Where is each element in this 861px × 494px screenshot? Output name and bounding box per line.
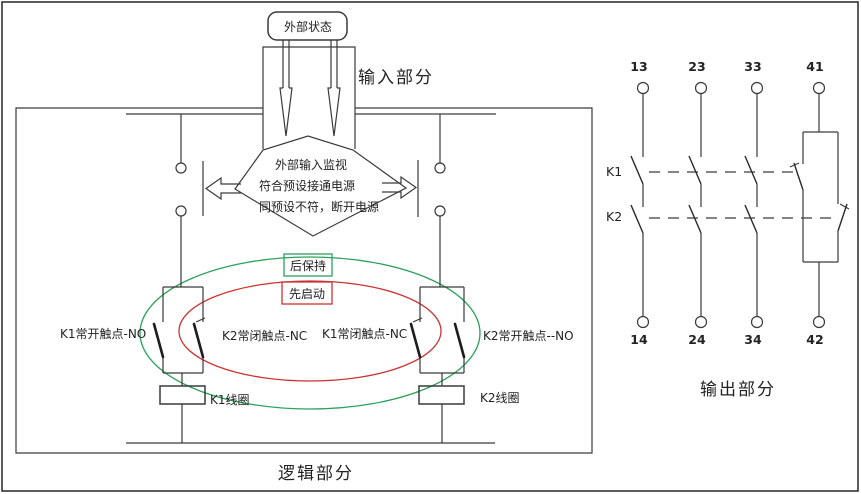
- terminal-circle: [636, 315, 650, 329]
- monitor-line-3: 同预设不符，断开电源: [259, 199, 379, 214]
- input-section-title: 输入部分: [358, 68, 434, 88]
- terminal-circle: [750, 81, 764, 95]
- hold-loop-ellipse: [139, 256, 481, 410]
- logic-section-title: 逻辑部分: [278, 464, 354, 484]
- relay-row-k1: K1: [606, 164, 622, 179]
- terminal-circle: [812, 315, 826, 329]
- flow-arrow-down-icon: [279, 40, 293, 137]
- terminal-circle: [694, 315, 708, 329]
- output-col2-contacts: [688, 155, 702, 234]
- hold-label: 后保持: [290, 258, 326, 273]
- external-status-label: 外部状态: [284, 19, 332, 34]
- terminal-circle: [175, 162, 187, 174]
- start-label: 先启动: [289, 287, 325, 301]
- bus-lines: [126, 113, 496, 444]
- relay-row-k2: K2: [606, 209, 622, 224]
- terminal-label-42: 42: [806, 332, 823, 347]
- k1-nc-contact-label: K1常闭触点-NC: [322, 327, 407, 341]
- k2-nc-contact-blade: [192, 322, 205, 359]
- output-col4-wires: [802, 94, 839, 316]
- hold-label-box: [283, 253, 333, 277]
- k2-no-contact-label: K2常开触点--NO: [483, 329, 574, 343]
- k2-coil-box: [418, 385, 465, 405]
- k1-nc-contact-blade: [409, 322, 422, 359]
- terminal-circle: [175, 205, 187, 217]
- nc-tick: [195, 317, 206, 323]
- monitor-hexagon: [234, 135, 408, 237]
- terminal-circle: [434, 205, 446, 217]
- output-col1-contacts: [630, 155, 644, 234]
- start-label-box: [281, 281, 333, 305]
- input-channel-box: [262, 46, 356, 149]
- arrow-left-icon: [204, 176, 241, 201]
- k1-coil-box: [159, 385, 206, 405]
- input-section: 外部状态 输入部分: [262, 11, 434, 149]
- k2-branch-wires: [419, 114, 465, 443]
- monitor-line-1: 外部输入监视: [275, 157, 347, 172]
- terminal-circle: [750, 315, 764, 329]
- k1-no-contact-blade: [152, 322, 165, 359]
- output-col3-contacts: [744, 155, 758, 234]
- terminal-circle: [812, 81, 826, 95]
- flow-arrow-down-icon: [327, 40, 341, 137]
- monitor-line-2: 符合预设接通电源: [259, 178, 355, 193]
- k2-nc-contact-label: K2常闭触点-NC: [222, 329, 307, 343]
- terminal-label-33: 33: [744, 59, 761, 74]
- nc-tick: [789, 162, 850, 210]
- terminal-circle: [694, 81, 708, 95]
- terminal-label-13: 13: [630, 59, 647, 74]
- logic-box-border: [15, 107, 593, 454]
- k2-coil-label: K2线圈: [480, 391, 520, 405]
- output-section-title: 输出部分: [700, 380, 776, 400]
- terminal-label-41: 41: [806, 59, 823, 74]
- arrow-right-icon: [382, 175, 418, 200]
- k1-coil-label: K1线圈: [210, 393, 250, 407]
- output-col4-contacts: [793, 162, 848, 232]
- terminal-label-24: 24: [688, 332, 706, 347]
- k1-branch-wires: [162, 114, 204, 443]
- terminal-label-14: 14: [630, 332, 648, 347]
- logic-section: 外部输入监视 符合预设接通电源 同预设不符，断开电源 后保持 先启动 K1常开触: [15, 107, 593, 484]
- terminal-circle: [434, 162, 446, 174]
- k2-no-contact-blade: [453, 322, 466, 359]
- k1-no-contact-label: K1常开触点-NO: [60, 327, 146, 341]
- terminal-label-34: 34: [744, 332, 762, 347]
- external-status-box: [267, 11, 348, 41]
- terminal-label-23: 23: [688, 59, 705, 74]
- terminal-circle: [636, 81, 650, 95]
- output-section: 13 14 23 24 33 34 41 42 K1 K2 输出部分: [606, 59, 850, 400]
- nc-tick: [412, 317, 423, 323]
- start-loop-ellipse: [178, 280, 442, 382]
